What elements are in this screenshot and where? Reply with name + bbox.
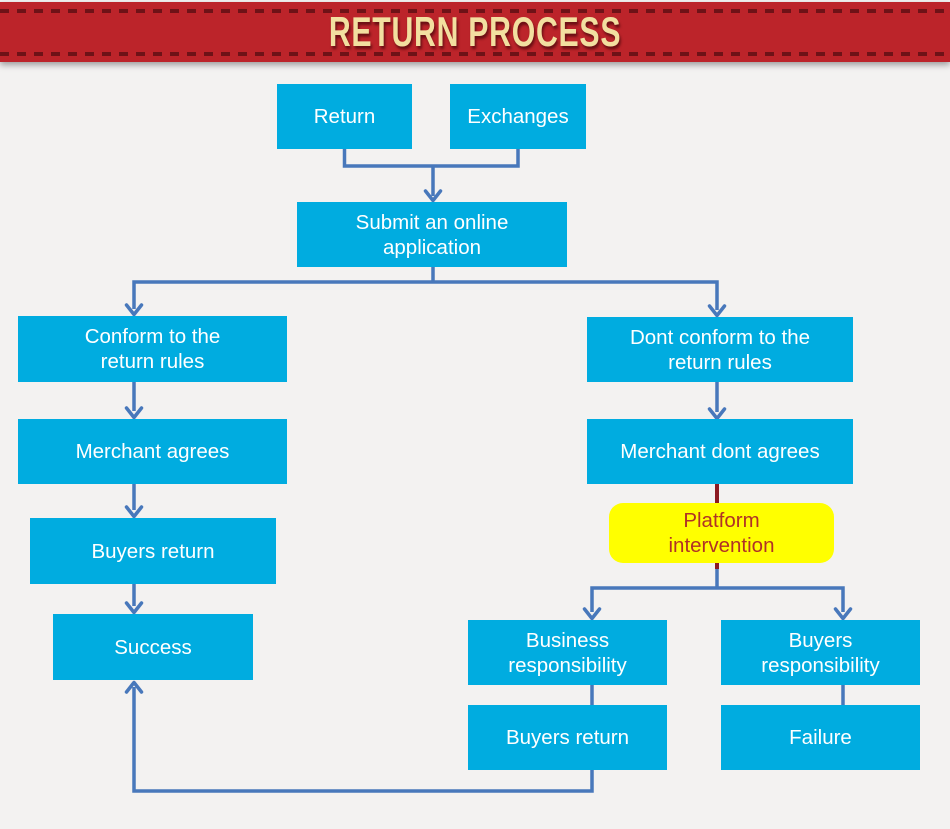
node-buyers-return-bottom-label: Buyers return <box>505 726 630 749</box>
node-business-responsibility: Business responsibility <box>468 620 667 685</box>
node-dont-conform-rules: Dont conform to the return rules <box>587 317 853 382</box>
arrowhead-to-mdont <box>707 407 727 421</box>
connector-split-bracket <box>590 586 845 612</box>
connector-merge-bracket <box>342 149 520 168</box>
node-success: Success <box>53 614 253 680</box>
node-exchanges: Exchanges <box>450 84 586 149</box>
node-merchant-agrees-label: Merchant agrees <box>75 440 230 463</box>
node-buyers-return-bottom: Buyers return <box>468 705 667 770</box>
node-buyers-return-left: Buyers return <box>30 518 276 584</box>
banner: RETURN PROCESS <box>0 2 950 62</box>
node-platform-intervention: Platform intervention <box>609 503 834 563</box>
arrowhead-to-buyresp <box>833 607 853 621</box>
node-merchant-agrees: Merchant agrees <box>18 419 287 484</box>
node-success-label: Success <box>114 635 192 659</box>
node-buyers-responsibility: Buyers responsibility <box>721 620 920 685</box>
arrowhead-to-magree <box>124 406 144 420</box>
connector-distribution-bracket <box>132 280 719 310</box>
node-dont-conform-rules-label: Dont conform to the return rules <box>629 325 811 374</box>
stitch-line-bottom <box>0 52 950 56</box>
node-failure: Failure <box>721 705 920 770</box>
node-conform-rules: Conform to the return rules <box>18 316 287 382</box>
node-conform-rules-label: Conform to the return rules <box>84 325 221 373</box>
node-exchanges-label: Exchanges <box>467 105 569 128</box>
stitch-line-top <box>0 9 950 13</box>
arrowhead-to-dont-conform <box>707 304 727 318</box>
node-business-responsibility-label: Business responsibility <box>508 628 627 677</box>
page-title: RETURN PROCESS <box>328 8 622 55</box>
connector-feedback-loop <box>132 687 594 793</box>
node-submit-application: Submit an online application <box>297 202 567 267</box>
node-failure-label: Failure <box>789 726 852 749</box>
node-return: Return <box>277 84 412 149</box>
arrowhead-to-conform <box>124 303 144 317</box>
node-buyers-responsibility-label: Buyers responsibility <box>761 628 880 677</box>
node-submit-application-label: Submit an online application <box>355 210 509 259</box>
node-platform-intervention-label: Platform intervention <box>668 509 775 557</box>
arrowhead-feedback-to-success <box>124 680 144 694</box>
arrowhead-to-bizresp <box>582 607 602 621</box>
arrowhead-to-success <box>124 601 144 615</box>
arrowhead-to-breturn-left <box>124 505 144 519</box>
node-merchant-dont-agrees-label: Merchant dont agrees <box>620 440 820 463</box>
node-buyers-return-left-label: Buyers return <box>91 539 215 563</box>
node-return-label: Return <box>313 105 376 128</box>
node-merchant-dont-agrees: Merchant dont agrees <box>587 419 853 484</box>
arrowhead-to-submit <box>423 189 443 203</box>
